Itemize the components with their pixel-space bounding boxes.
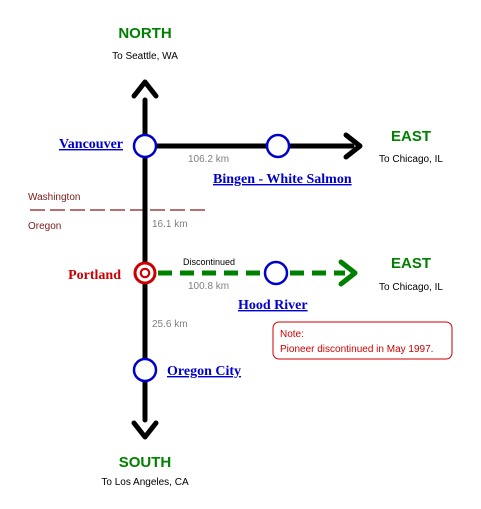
note-box: Note: Pioneer discontinued in May 1997. bbox=[272, 321, 453, 360]
east-lower-arrowhead bbox=[338, 259, 358, 287]
distance-portland-oregon-city: 25.6 km bbox=[152, 319, 188, 330]
station-link-hood-river[interactable]: Hood River bbox=[238, 298, 308, 313]
station-link-bingen[interactable]: Bingen - White Salmon bbox=[213, 172, 352, 187]
station-marker-portland[interactable] bbox=[133, 261, 157, 285]
state-label-washington: Washington bbox=[28, 192, 80, 203]
distance-vancouver-bingen: 106.2 km bbox=[188, 154, 229, 165]
east-upper-arrowhead bbox=[343, 132, 363, 160]
distance-portland-hood-river: 100.8 km bbox=[188, 281, 229, 292]
station-link-vancouver[interactable]: Vancouver bbox=[59, 137, 123, 152]
north-label: NORTH bbox=[118, 25, 171, 42]
note-box-border bbox=[272, 321, 453, 360]
south-arrowhead bbox=[131, 420, 159, 440]
east-lower-destination: To Chicago, IL bbox=[379, 282, 443, 293]
south-label: SOUTH bbox=[119, 454, 172, 471]
north-destination: To Seattle, WA bbox=[112, 51, 178, 62]
station-label-portland: Portland bbox=[68, 268, 121, 283]
note-text: Pioneer discontinued in May 1997. bbox=[280, 344, 433, 355]
east-upper-label: EAST bbox=[391, 128, 431, 145]
state-label-oregon: Oregon bbox=[28, 221, 61, 232]
station-marker-oregon-city[interactable] bbox=[132, 357, 158, 383]
note-title: Note: bbox=[280, 329, 304, 340]
east-lower-label: EAST bbox=[391, 255, 431, 272]
east-upper-destination: To Chicago, IL bbox=[379, 154, 443, 165]
station-marker-bingen[interactable] bbox=[265, 133, 291, 159]
discontinued-label: Discontinued bbox=[183, 257, 235, 267]
station-marker-vancouver[interactable] bbox=[132, 133, 158, 159]
south-destination: To Los Angeles, CA bbox=[101, 477, 189, 488]
station-marker-hood-river[interactable] bbox=[263, 260, 289, 286]
distance-portland-vancouver: 16.1 km bbox=[152, 219, 188, 230]
station-link-oregon-city[interactable]: Oregon City bbox=[167, 364, 241, 379]
north-arrowhead bbox=[131, 79, 159, 99]
portland-hub-inner bbox=[139, 267, 151, 279]
